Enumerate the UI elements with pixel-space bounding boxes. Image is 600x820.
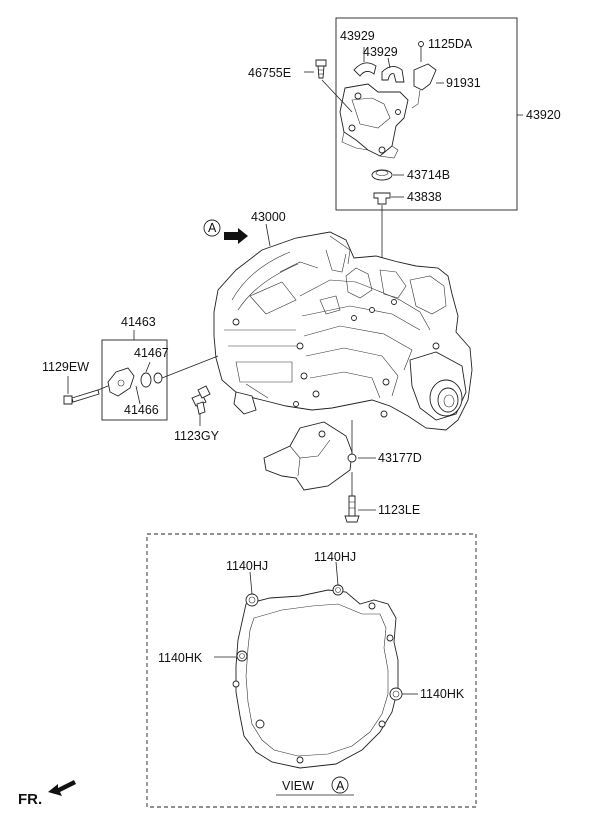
label-1123GY[interactable]: 1123GY — [174, 429, 220, 443]
label-43177D[interactable]: 43177D — [378, 451, 422, 465]
front-label[interactable]: FR. — [18, 791, 42, 808]
clip-43929-right — [381, 66, 405, 83]
shift-bracket-plate — [339, 83, 409, 157]
label-41466[interactable]: 41466 — [124, 403, 159, 417]
view-caption-text[interactable]: VIEW — [282, 779, 314, 793]
view-caption-circle — [331, 776, 349, 794]
label-43000[interactable]: 43000 — [251, 210, 286, 224]
label-1123LE[interactable]: 1123LE — [378, 503, 420, 517]
label-43920[interactable]: 43920 — [526, 108, 561, 122]
bolt-1123LE-group: 1123LE — [344, 472, 420, 523]
housing-gasket — [235, 589, 399, 769]
front-arrow-icon — [48, 780, 76, 796]
view-direction-arrow — [224, 228, 248, 244]
clip-43929-left — [353, 62, 377, 77]
transmission-housing — [213, 231, 473, 431]
bushing-43838 — [373, 192, 391, 205]
view-a-marker-letter[interactable]: A — [208, 221, 217, 235]
shift-bracket-group: 43920 43929 43929 1125DA 91931 43714B — [335, 17, 561, 211]
view-a-marker-circle — [203, 219, 221, 237]
view-a-box — [146, 533, 477, 808]
grommet-43714B — [371, 169, 393, 181]
label-1140HK-b[interactable]: 1140HK — [420, 687, 465, 701]
label-1140HJ-b[interactable]: 1140HJ — [314, 550, 356, 564]
o-ring-41467 — [140, 372, 152, 388]
label-43714B[interactable]: 43714B — [407, 168, 450, 182]
label-1140HJ-a[interactable]: 1140HJ — [226, 559, 268, 573]
harness-clip-91931 — [413, 63, 437, 91]
label-1129EW[interactable]: 1129EW — [42, 360, 89, 374]
view-caption-letter[interactable]: A — [336, 779, 345, 793]
bolt-1123GY-group: 1123GY — [174, 385, 220, 443]
label-43929-a[interactable]: 43929 — [340, 29, 375, 43]
speed-sensor-41466 — [107, 367, 135, 397]
label-43929-b[interactable]: 43929 — [363, 45, 398, 59]
label-91931[interactable]: 91931 — [446, 76, 481, 90]
bracket-assembly-box — [335, 17, 518, 211]
bolt-46755E-group: 46755E — [248, 59, 353, 113]
label-46755E[interactable]: 46755E — [248, 66, 291, 80]
front-indicator: FR. — [18, 780, 76, 808]
transmission-43000: A 43000 — [203, 210, 473, 431]
label-41467[interactable]: 41467 — [134, 346, 169, 360]
label-41463[interactable]: 41463 — [121, 315, 156, 329]
label-43838[interactable]: 43838 — [407, 190, 442, 204]
label-1140HK-a[interactable]: 1140HK — [158, 651, 203, 665]
sensor-group-box — [101, 339, 168, 421]
label-1125DA[interactable]: 1125DA — [428, 37, 473, 51]
mount-bracket-43177D: 43177D — [263, 420, 422, 491]
view-a-panel: 1140HJ 1140HJ 1140HK 1140HK VIEW A — [146, 533, 477, 808]
sensor-41463-group: 41463 41467 41466 1129EW — [42, 315, 219, 421]
